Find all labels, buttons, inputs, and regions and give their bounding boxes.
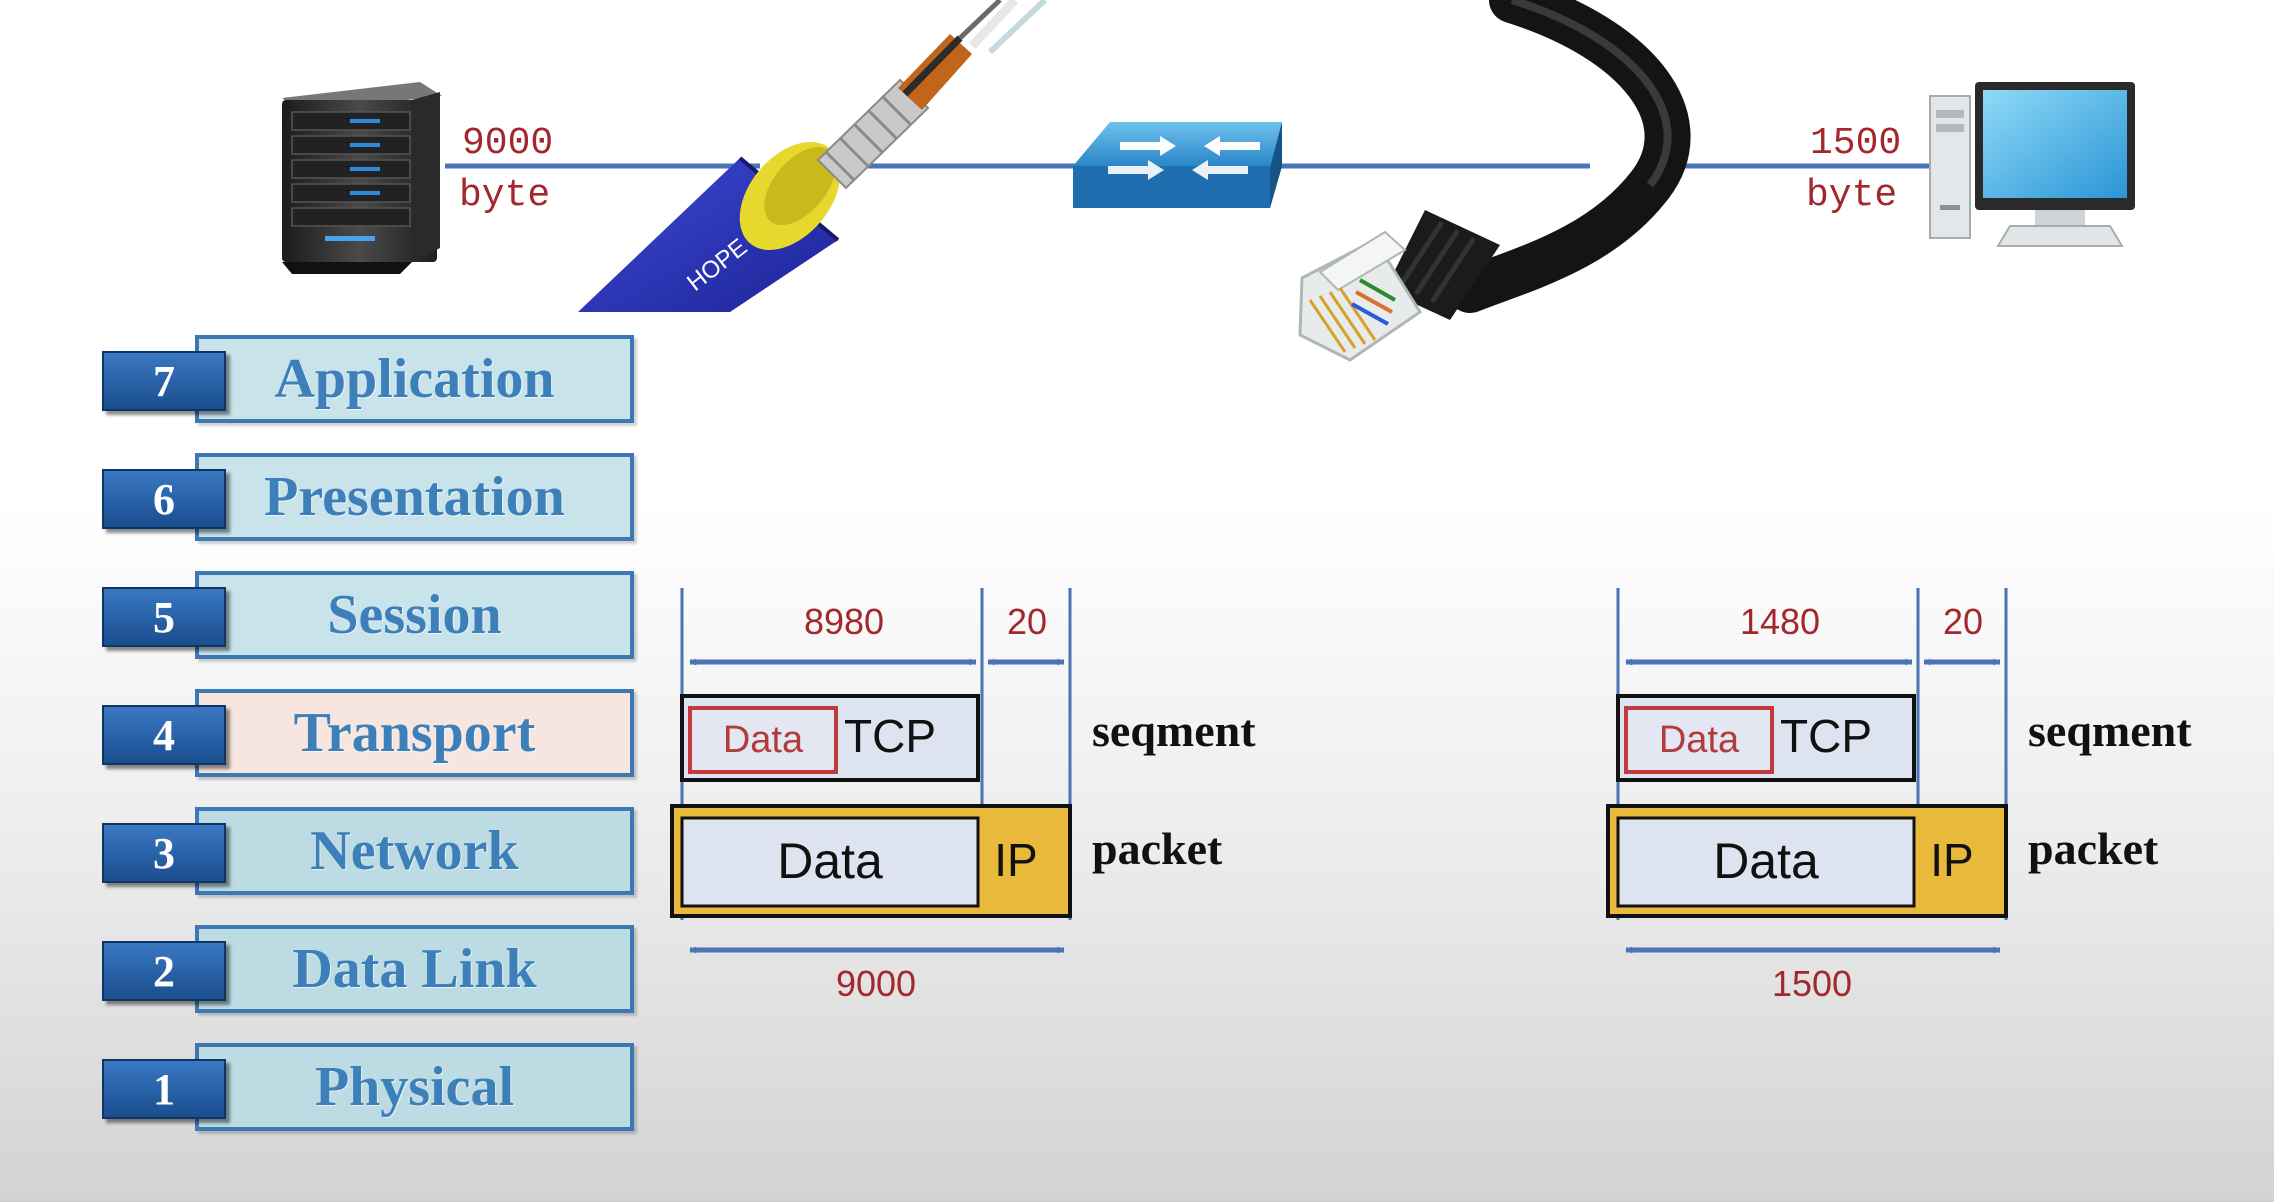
segment-data-label: Data — [1659, 719, 1740, 761]
layer-number-badge: 4 — [102, 705, 226, 765]
data-size-label: 8980 — [804, 601, 884, 642]
osi-layer-physical: Physical 1 — [100, 1043, 640, 1137]
layer-number-badge: 3 — [102, 823, 226, 883]
osi-layer-transport: Transport 4 — [100, 689, 640, 783]
total-size-label: 9000 — [836, 963, 916, 1004]
header-size-label: 20 — [1007, 601, 1047, 642]
osi-layer-data-link: Data Link 2 — [100, 925, 640, 1019]
layer-number-badge: 7 — [102, 351, 226, 411]
packet-data-box — [680, 816, 980, 908]
layer-box — [195, 807, 634, 895]
layer-name: Transport — [293, 702, 536, 764]
segment-data-label: Data — [723, 719, 804, 761]
layer-name: Application — [274, 348, 555, 410]
layer-name: Network — [310, 820, 519, 882]
osi-layer-application: Application 7 — [100, 335, 640, 429]
segment-label: seqment — [1092, 705, 1256, 756]
layer-box — [195, 925, 634, 1013]
total-size-label: 1500 — [1772, 963, 1852, 1004]
layer-name: Presentation — [264, 466, 565, 528]
ip-header-label: IP — [994, 834, 1037, 886]
packet-label: packet — [1092, 823, 1223, 874]
packet-data-box — [1616, 816, 1916, 908]
layer-name: Session — [327, 584, 502, 646]
tcp-header-label: TCP — [844, 710, 936, 762]
switch-icon — [1073, 122, 1282, 208]
client-speed-value: 1500 — [1810, 122, 1901, 165]
layer-number-badge: 1 — [102, 1059, 226, 1119]
server-speed-value: 9000 — [462, 122, 553, 165]
layer-number-badge: 2 — [102, 941, 226, 1001]
ethernet-cable-icon — [1298, 0, 1691, 362]
layer-number-badge: 6 — [102, 469, 226, 529]
server-icon — [282, 82, 442, 274]
packet-data-label: Data — [1713, 833, 1819, 889]
layer-box — [195, 453, 634, 541]
fiber-cable-icon: HOPE — [578, 0, 1048, 312]
osi-layer-presentation: Presentation 6 — [100, 453, 640, 547]
header-size-label: 20 — [1943, 601, 1983, 642]
packet-data-label: Data — [777, 833, 883, 889]
osi-layer-session: Session 5 — [100, 571, 640, 665]
frame-group-right: 1480 20 1500 Data TCP Data IP seqment pa… — [1606, 588, 2192, 1004]
osi-layer-network: Network 3 — [100, 807, 640, 901]
layer-number-badge: 5 — [102, 587, 226, 647]
packet-label: packet — [2028, 823, 2159, 874]
data-size-label: 1480 — [1740, 601, 1820, 642]
segment-data-box — [688, 706, 838, 774]
server-speed-unit: byte — [459, 174, 550, 217]
layer-name: Physical — [314, 1056, 515, 1118]
computer-icon — [1929, 82, 2135, 247]
ip-header-label: IP — [1930, 834, 1973, 886]
layer-box — [195, 335, 634, 423]
layer-name: Data Link — [292, 938, 537, 1000]
tcp-header-label: TCP — [1780, 710, 1872, 762]
client-speed-unit: byte — [1806, 174, 1897, 217]
segment-data-box — [1624, 706, 1774, 774]
segment-label: seqment — [2028, 705, 2192, 756]
layer-box — [195, 1043, 634, 1131]
frame-group-left: 8980 20 9000 Data TCP Data IP seqment pa… — [670, 588, 1256, 1004]
